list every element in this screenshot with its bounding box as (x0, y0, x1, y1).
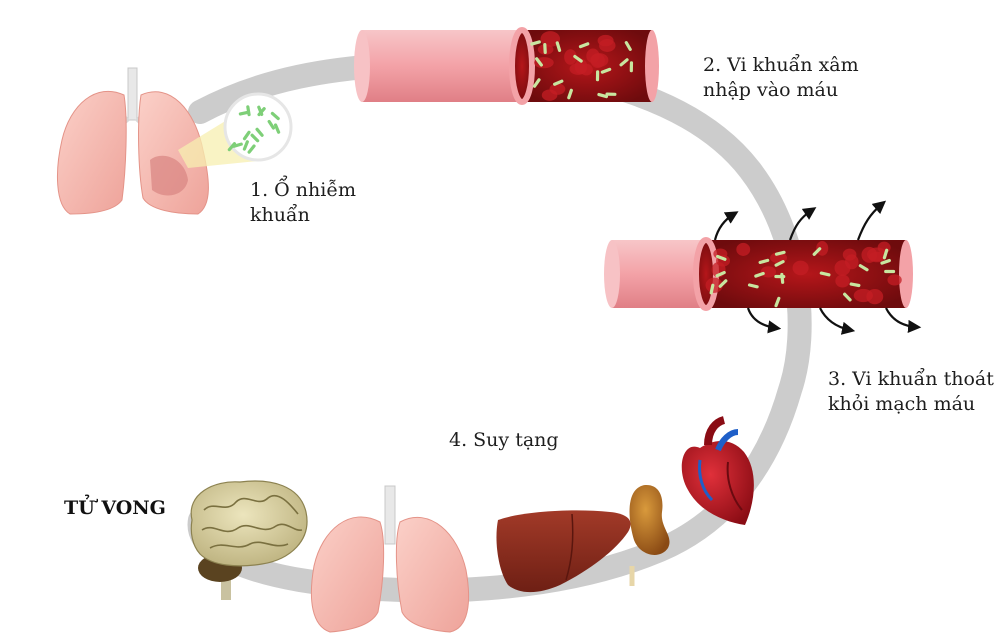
bacteria-icon (882, 248, 889, 260)
leaking-vessel-icon (604, 237, 913, 311)
bacteria-icon (535, 57, 543, 67)
bacteria-icon (812, 247, 822, 256)
bacteria-icon (270, 111, 280, 121)
blood-cell (760, 266, 777, 278)
bacteria-icon (774, 250, 786, 256)
blood-vessel-icon (354, 27, 659, 105)
blood-cell (549, 83, 566, 95)
bacteria-icon (246, 105, 251, 117)
bacteria-icon (754, 271, 765, 278)
blood-cell (853, 288, 873, 303)
blood-cell (540, 31, 561, 47)
blood-cell (842, 248, 857, 261)
blood-cell (564, 49, 577, 65)
bacteria-icon (597, 92, 609, 99)
step-4-line-1: 4. Suy tạng (449, 429, 559, 451)
step-3-line-2: khỏi mạch máu (828, 393, 976, 415)
bacteria-icon (849, 282, 861, 288)
blood-cell (569, 63, 587, 75)
bacteria-icon (267, 119, 276, 130)
brain-icon (190, 480, 308, 600)
bacteria-icon (578, 42, 590, 49)
bacteria-icon (884, 269, 896, 274)
bacteria-magnified-icon (223, 92, 293, 162)
bacteria-icon (232, 142, 243, 148)
bacteria-icon (553, 79, 564, 86)
bacteria-icon (250, 133, 260, 143)
bacteria-icon (624, 41, 632, 51)
blood-cell (877, 241, 891, 254)
lungs-icon (56, 67, 209, 215)
step-1-line-1: 1. Ổ nhiễm (250, 179, 357, 201)
bacteria-icon (774, 274, 786, 279)
bacteria-icon (605, 92, 617, 96)
bacteria-icon (567, 88, 573, 100)
bacteria-icon (715, 270, 726, 278)
step-3-line-1: 3. Vi khuẩn thoát (828, 368, 994, 390)
blood-cell (887, 274, 902, 286)
step-2-label: 2. Vi khuẩn xâm nhập vào máu (703, 53, 859, 103)
bacteria-icon (619, 58, 629, 67)
step-2-line-1: 2. Vi khuẩn xâm (703, 54, 859, 76)
bacteria-icon (709, 283, 715, 295)
blood-cell (590, 53, 609, 68)
bacteria-icon (880, 258, 891, 265)
bacteria-icon (843, 292, 852, 302)
lungs-failing-icon (310, 485, 470, 633)
step-1-line-2: khuẩn (250, 204, 310, 226)
bacteria-icon (530, 40, 541, 46)
bacteria-icon (573, 54, 583, 63)
bacteria-icon (255, 127, 264, 137)
bacteria-icon (774, 296, 781, 308)
bacteria-icon (238, 110, 250, 116)
bacteria-icon (595, 70, 600, 82)
step-1-label: 1. Ổ nhiễm khuẩn (250, 178, 356, 228)
bacteria-icon (774, 260, 785, 267)
bacteria-icon (858, 264, 869, 272)
bacteria-icon (758, 258, 770, 265)
bacteria-icon (747, 283, 759, 289)
step-4-label: 4. Suy tạng (449, 428, 559, 453)
arrow-out-icon (713, 200, 922, 335)
blood-cell (868, 251, 886, 263)
bacteria-icon (532, 78, 541, 88)
blood-cell (835, 274, 850, 288)
bacteria-icon (555, 41, 562, 52)
step-2-line-2: nhập vào máu (703, 79, 839, 101)
bacteria-icon (257, 105, 264, 117)
blood-cell (792, 260, 809, 276)
bacteria-icon (543, 43, 547, 55)
bacteria-icon (242, 140, 249, 151)
step-3-label: 3. Vi khuẩn thoát khỏi mạch máu (828, 367, 994, 417)
bacteria-icon (600, 67, 612, 74)
bacteria-icon (629, 61, 634, 73)
blood-cell (816, 241, 829, 256)
outcome-label: TỬ VONG (64, 497, 166, 519)
blood-cell (599, 39, 616, 52)
heart-icon (681, 416, 754, 525)
kidney-icon (629, 484, 670, 586)
bacteria-icon (819, 271, 831, 277)
blood-cell (736, 242, 751, 256)
bacteria-icon (273, 123, 281, 134)
liver-icon (496, 510, 631, 593)
bacteria-icon (716, 254, 727, 261)
bacteria-icon (718, 279, 728, 288)
bacteria-icon (227, 142, 237, 152)
bacteria-icon (247, 144, 256, 154)
bacteria-icon (242, 130, 251, 141)
